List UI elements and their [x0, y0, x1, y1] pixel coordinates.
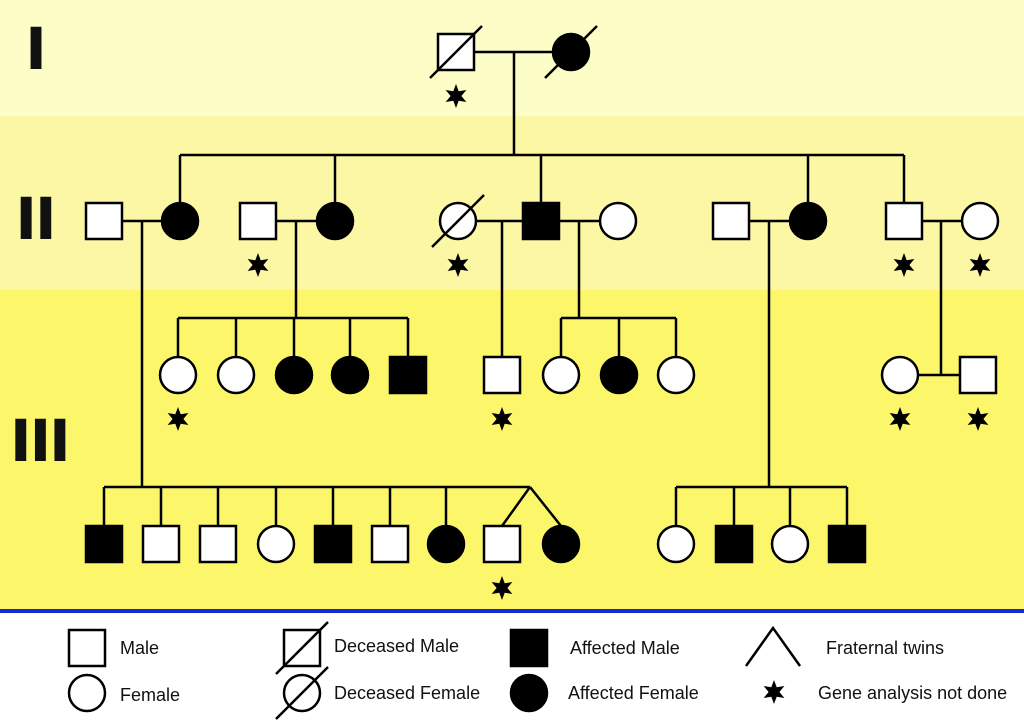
- gen3-child-13: [827, 524, 867, 564]
- gen2-person-2: [160, 201, 200, 241]
- gen3-person-5: [388, 355, 428, 395]
- gen3-child-12: [770, 524, 810, 564]
- star-icon: [893, 253, 915, 277]
- gen3-person-2: [216, 355, 256, 395]
- gen3-child-7: [426, 524, 466, 564]
- gen2-person-7: [598, 201, 638, 241]
- generation-2-band: [0, 116, 1024, 290]
- star-icon: [967, 407, 989, 431]
- gen2-person-11: [960, 201, 1000, 241]
- gen3-child-1: [84, 524, 124, 564]
- star-icon: [491, 576, 513, 600]
- gen3-person-6: [482, 355, 522, 395]
- star-icon: [969, 253, 991, 277]
- star-icon: [445, 84, 467, 108]
- gen2-person-8: [711, 201, 751, 241]
- gen3-child-9: [541, 524, 581, 564]
- gen2-person-6: [521, 201, 561, 241]
- generation-1-band: [0, 0, 1024, 116]
- individual-symbols: [84, 25, 1000, 600]
- legend-female-symbol: [67, 673, 107, 713]
- gen3-child-10: [656, 524, 696, 564]
- legend-symbols: [67, 621, 802, 720]
- gen3-child-3: [198, 524, 238, 564]
- twin-line: [529, 486, 562, 527]
- gen2-person-3: [238, 201, 278, 241]
- star-icon: [763, 680, 785, 704]
- gen2-person-9: [788, 201, 828, 241]
- gen3-person-3: [274, 355, 314, 395]
- gen3-person-8: [599, 355, 639, 395]
- gen3-child-2: [141, 524, 181, 564]
- deceased-slash: [544, 25, 598, 79]
- gen3-person-7: [541, 355, 581, 395]
- gen3-child-8: [482, 524, 522, 564]
- star-icon: [491, 407, 513, 431]
- gen2-person-4: [315, 201, 355, 241]
- legend-divider: [0, 609, 1024, 613]
- gen3-person-9: [656, 355, 696, 395]
- legend-label-male: Male: [120, 638, 160, 658]
- legend-label-twins: Fraternal twins: [826, 638, 945, 658]
- deceased-slash: [431, 194, 485, 248]
- generation-label-2: II: [15, 185, 56, 253]
- gen3-child-6: [370, 524, 410, 564]
- legend-affected-female-symbol: [509, 673, 549, 713]
- generation-label-1: I: [25, 15, 47, 83]
- legend-label-affected-male: Affected Male: [570, 638, 680, 658]
- legend-label-deceased-female: Deceased Female: [334, 683, 481, 703]
- star-icon: [167, 407, 189, 431]
- gen2-person-1: [84, 201, 124, 241]
- deceased-slash: [275, 621, 329, 675]
- deceased-slash: [275, 666, 329, 720]
- legend-label-affected-female: Affected Female: [568, 683, 699, 703]
- deceased-slash: [429, 25, 483, 79]
- gen2-person-10: [884, 201, 924, 241]
- gen3-person-10: [880, 355, 920, 395]
- legend-male-symbol: [67, 628, 107, 668]
- gen3-child-5: [313, 524, 353, 564]
- legend-twins-symbol: [744, 625, 802, 667]
- legend-label-deceased-male: Deceased Male: [334, 636, 460, 656]
- relationship-lines: [102, 50, 962, 527]
- legend-affected-male-symbol: [509, 628, 549, 668]
- star-icon: [447, 253, 469, 277]
- gen3-person-1: [158, 355, 198, 395]
- star-icon: [889, 407, 911, 431]
- gen3-person-4: [330, 355, 370, 395]
- star-icon: [247, 253, 269, 277]
- twin-line: [500, 486, 532, 527]
- legend-label-female: Female: [120, 685, 181, 705]
- gen3-child-11: [714, 524, 754, 564]
- gen3-child-4: [256, 524, 296, 564]
- legend-label-not-done: Gene analysis not done: [818, 683, 1008, 703]
- gen3-person-11: [958, 355, 998, 395]
